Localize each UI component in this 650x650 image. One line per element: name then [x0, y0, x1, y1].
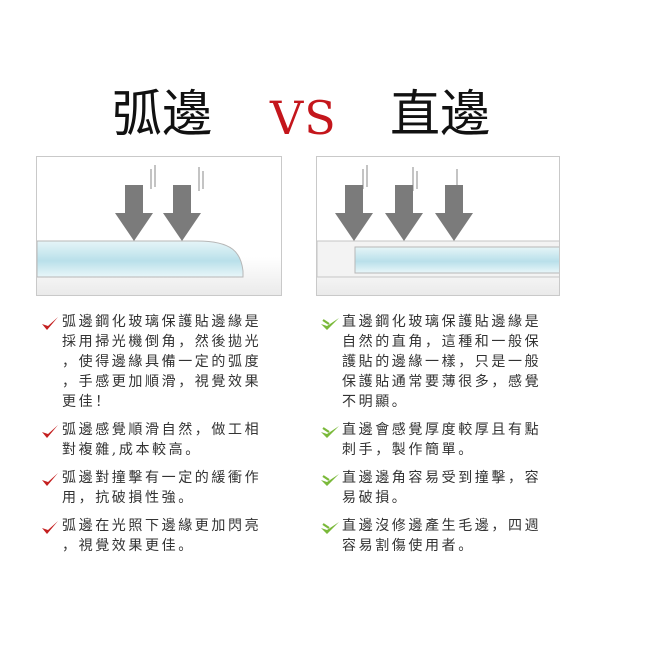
list-item-text: 直邊鋼化玻璃保護貼邊緣是 自然的直角，這種和一般保 護貼的邊緣一樣，只是一般 保…	[342, 314, 542, 410]
list-item-text: 直邊沒修邊產生毛邊，四週 容易割傷使用者。	[342, 518, 542, 554]
list-item: 直邊邊角容易受到撞擊，容 易破損。	[320, 468, 560, 508]
list-item-text: 弧邊鋼化玻璃保護貼邊緣是 採用掃光機倒角，然後拋光 ，使得邊緣具備一定的弧度 ，…	[62, 314, 262, 410]
red-check-icon	[42, 521, 58, 534]
list-item-text: 弧邊感覺順滑自然，做工相 對複雜,成本較高。	[62, 422, 262, 458]
straight-edge-diagram	[316, 156, 560, 296]
rounded-edge-diagram	[36, 156, 282, 296]
green-check-icon	[321, 426, 339, 438]
list-item: 直邊會感覺厚度較厚且有點 刺手，製作簡單。	[320, 420, 560, 460]
down-arrow-icon	[335, 185, 373, 241]
list-item: 直邊鋼化玻璃保護貼邊緣是 自然的直角，這種和一般保 護貼的邊緣一樣，只是一般 保…	[320, 312, 560, 412]
list-item-text: 直邊邊角容易受到撞擊，容 易破損。	[342, 470, 542, 506]
motion-lines-icon	[150, 165, 204, 191]
list-item: 弧邊感覺順滑自然，做工相 對複雜,成本較高。	[40, 420, 280, 460]
down-arrow-icon	[115, 185, 153, 241]
red-check-icon	[42, 425, 58, 438]
red-check-icon	[42, 317, 58, 330]
rounded-edge-list: 弧邊鋼化玻璃保護貼邊緣是 採用掃光機倒角，然後拋光 ，使得邊緣具備一定的弧度 ，…	[40, 312, 280, 564]
title-right: 直邊	[390, 85, 490, 143]
list-item: 弧邊鋼化玻璃保護貼邊緣是 採用掃光機倒角，然後拋光 ，使得邊緣具備一定的弧度 ，…	[40, 312, 280, 412]
list-item: 直邊沒修邊產生毛邊，四週 容易割傷使用者。	[320, 516, 560, 556]
list-item-text: 直邊會感覺厚度較厚且有點 刺手，製作簡單。	[342, 422, 542, 458]
title-vs: VS	[270, 91, 337, 145]
list-item: 弧邊在光照下邊緣更加閃亮 ，視覺效果更佳。	[40, 516, 280, 556]
down-arrow-icon	[435, 185, 473, 241]
green-check-icon	[321, 522, 339, 534]
straight-edge-list: 直邊鋼化玻璃保護貼邊緣是 自然的直角，這種和一般保 護貼的邊緣一樣，只是一般 保…	[320, 312, 560, 564]
down-arrow-icon	[385, 185, 423, 241]
green-check-icon	[321, 474, 339, 486]
list-item-text: 弧邊對撞擊有一定的緩衝作 用，抗破損性強。	[62, 470, 262, 506]
green-check-icon	[321, 318, 339, 330]
list-item: 弧邊對撞擊有一定的緩衝作 用，抗破損性強。	[40, 468, 280, 508]
title-left: 弧邊	[112, 85, 212, 143]
list-item-text: 弧邊在光照下邊緣更加閃亮 ，視覺效果更佳。	[62, 518, 262, 554]
red-check-icon	[42, 473, 58, 486]
down-arrow-icon	[163, 185, 201, 241]
